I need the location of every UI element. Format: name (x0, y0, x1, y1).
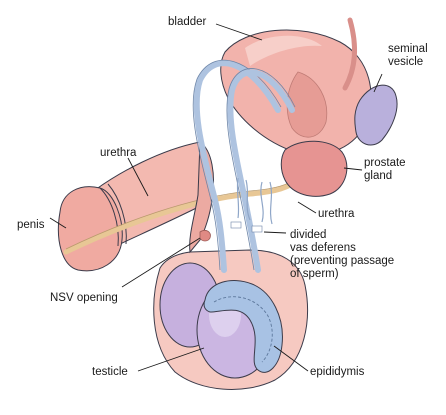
label-divided-vas-deferens: divided vas deferens (preventing passage… (290, 229, 397, 280)
vas-deferens-right-edge (226, 68, 296, 271)
labels: bladder seminal vesicle urethra prostate… (17, 16, 431, 378)
leader-epididymis (273, 345, 309, 372)
nsv-opening-mark (199, 230, 211, 242)
penis-ring (107, 183, 127, 245)
leader-divided-vas (263, 231, 287, 234)
label-seminal-vesicle-line2: vesicle (388, 56, 423, 68)
leader-bladder (215, 23, 263, 41)
cord-vessels (236, 177, 273, 225)
label-seminal-vesicle-line1: seminal (388, 43, 428, 55)
leader-seminal-vesicle (373, 73, 383, 93)
leader-lines (49, 23, 383, 372)
seminal-vesicle (354, 84, 398, 146)
label-divided-line4: of sperm) (290, 268, 339, 280)
label-seminal-vesicle: seminal vesicle (388, 43, 431, 68)
urethra-duct (63, 175, 303, 255)
vas-deferens-right (227, 69, 295, 273)
label-urethra-upper: urethra (100, 147, 137, 159)
vas-deferens-left-edge (192, 59, 282, 271)
anatomy-illustration (57, 17, 398, 390)
leader-urethra-upper (127, 157, 149, 197)
label-testicle: testicle (92, 366, 128, 378)
label-nsv-opening: NSV opening (50, 292, 118, 304)
vas-cut-marker (230, 221, 242, 229)
label-divided-line2: vas deferens (290, 242, 356, 254)
urethra-duct-edge (65, 175, 299, 250)
leader-testicle (137, 347, 205, 372)
label-bladder: bladder (168, 16, 207, 28)
epididymis-coil (213, 296, 273, 363)
label-divided-line1: divided (290, 229, 326, 241)
ureter (342, 17, 357, 91)
prostate-body (280, 140, 348, 197)
label-prostate-line2: gland (364, 170, 392, 182)
vas-deferens-left (193, 60, 281, 273)
label-divided-line3: (preventing passage (290, 255, 394, 267)
label-epididymis: epididymis (310, 366, 365, 378)
leader-penis (49, 217, 67, 229)
label-prostate-gland: prostate gland (364, 157, 409, 182)
label-penis: penis (17, 219, 45, 231)
leader-urethra-right (297, 201, 317, 214)
leader-prostate (343, 167, 363, 171)
bladder-highlight (245, 35, 322, 66)
penis-ring (99, 187, 119, 247)
vas-cut-marker (251, 225, 263, 233)
epididymis-body (203, 280, 283, 373)
label-prostate-line1: prostate (364, 157, 406, 169)
label-urethra-right: urethra (318, 208, 355, 220)
leader-nsv-opening (121, 237, 201, 288)
